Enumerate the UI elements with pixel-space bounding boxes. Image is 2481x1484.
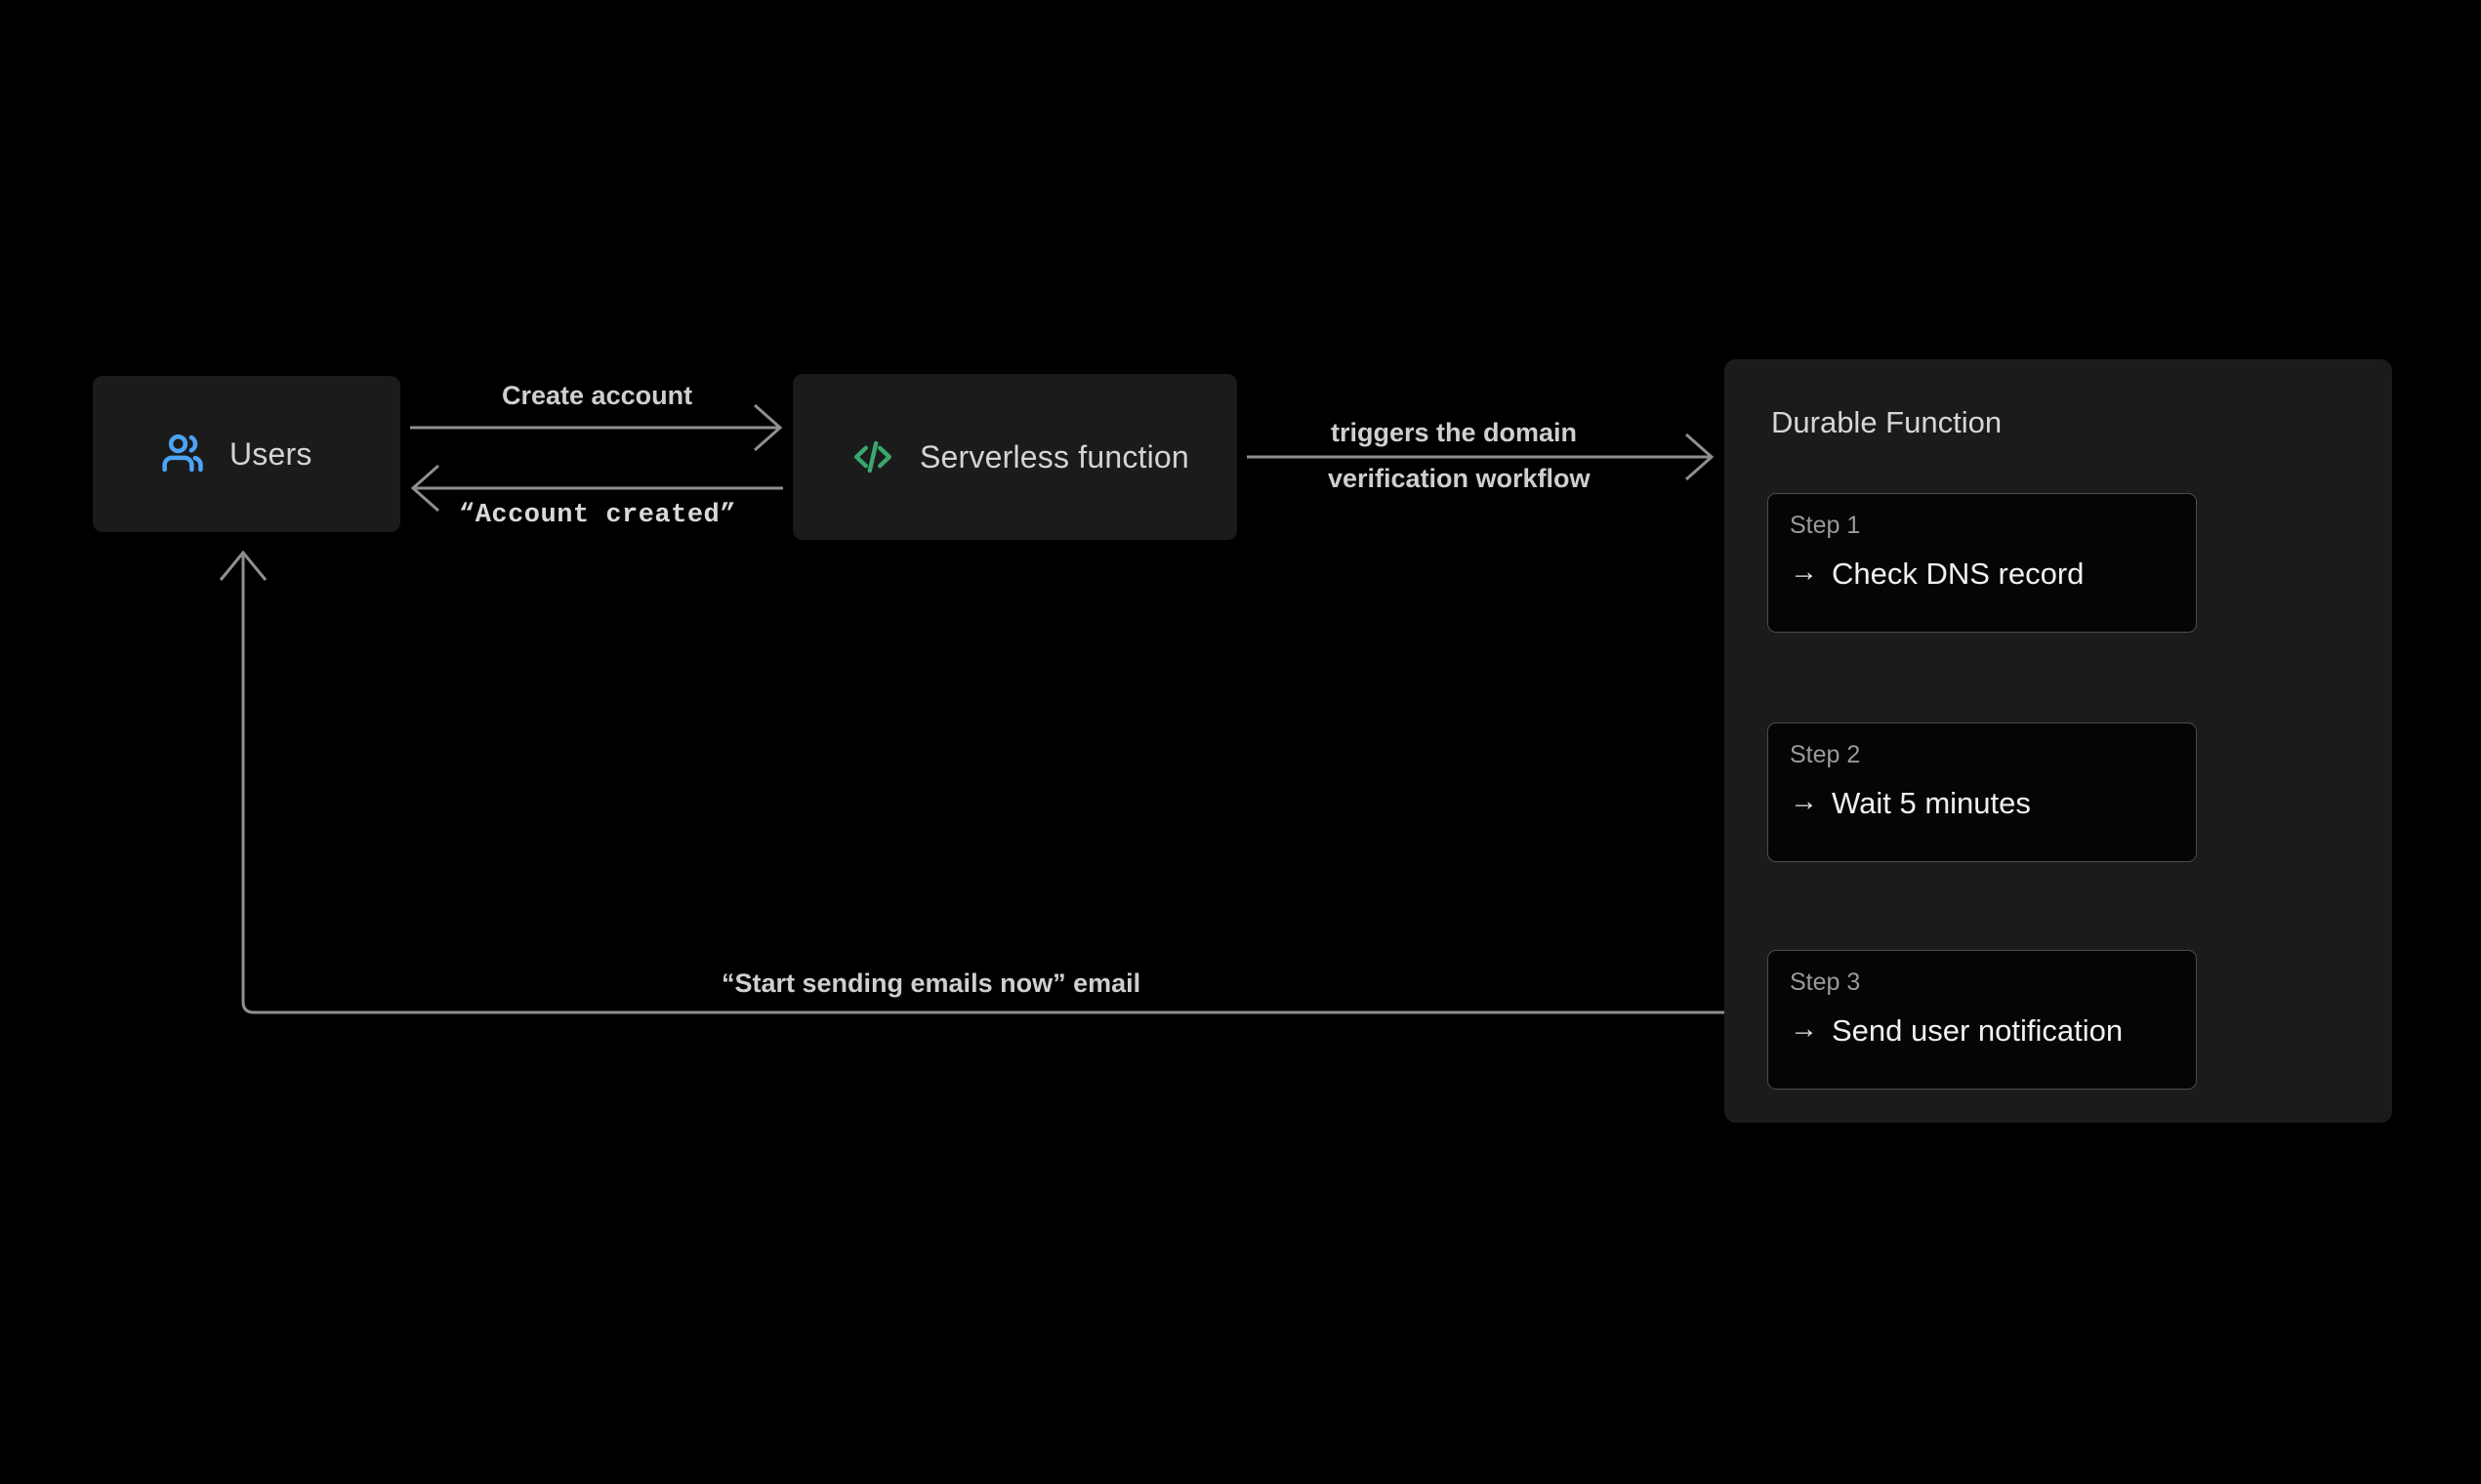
node-users-label: Users	[229, 435, 312, 472]
edge-label-create-account: Create account	[502, 381, 693, 410]
panel-durable-function: Durable Function Step 1 → Check DNS reco…	[1724, 359, 2392, 1123]
step-3-action-label: Send user notification	[1832, 1013, 2124, 1048]
step-2-action: → Wait 5 minutes	[1790, 786, 2196, 820]
step-1-action-label: Check DNS record	[1832, 556, 2085, 591]
code-brackets-icon	[849, 433, 896, 480]
edge-start-sending-email	[219, 550, 1767, 1014]
step-3-index: Step 3	[1790, 969, 1861, 996]
users-icon	[159, 429, 210, 479]
edge-label-account-created: “Account created”	[459, 501, 736, 530]
step-box-2[interactable]: Step 2 → Wait 5 minutes	[1767, 722, 2197, 862]
edge-account-created	[410, 464, 783, 513]
node-serverless-function-label: Serverless function	[920, 438, 1189, 474]
step-1-index: Step 1	[1790, 512, 1861, 539]
edge-label-triggers-workflow-line2: verification workflow	[1328, 464, 1591, 493]
edge-label-triggers-workflow-line1: triggers the domain	[1331, 418, 1578, 447]
arrow-right-icon: →	[1790, 556, 1818, 588]
step-3-action: → Send user notification	[1790, 1013, 2196, 1048]
step-box-3[interactable]: Step 3 → Send user notification	[1767, 950, 2197, 1090]
panel-durable-function-title: Durable Function	[1771, 405, 2003, 439]
node-users[interactable]: Users	[93, 376, 400, 532]
arrow-right-icon: →	[1790, 786, 1818, 817]
step-1-action: → Check DNS record	[1790, 556, 2196, 591]
arrow-right-icon: →	[1790, 1013, 1818, 1045]
node-serverless-function[interactable]: Serverless function	[793, 374, 1237, 540]
step-2-action-label: Wait 5 minutes	[1832, 786, 2031, 820]
edge-create-account	[410, 403, 783, 452]
edge-label-start-sending-email: “Start sending emails now” email	[722, 969, 1141, 998]
edge-triggers-workflow	[1247, 433, 1715, 481]
step-box-1[interactable]: Step 1 → Check DNS record	[1767, 493, 2197, 633]
step-2-index: Step 2	[1790, 741, 1861, 768]
